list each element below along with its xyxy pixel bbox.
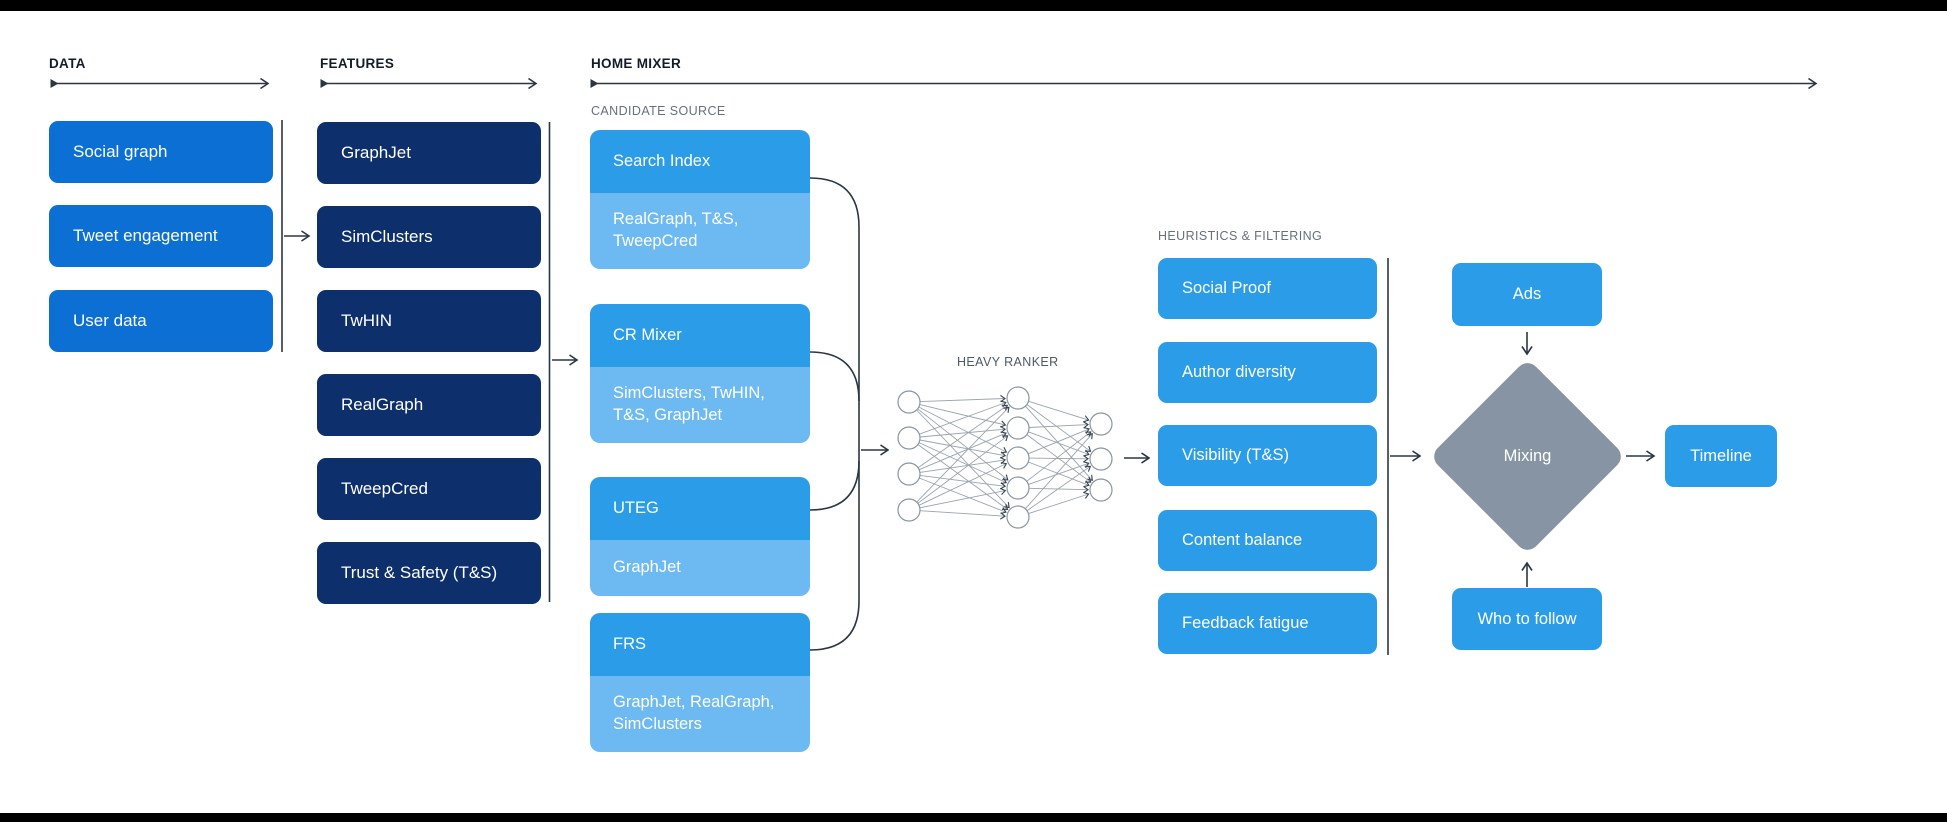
nn-edge bbox=[1028, 455, 1089, 463]
node-uteg: UTEG GraphJet bbox=[590, 477, 810, 596]
nn-node bbox=[1089, 478, 1113, 502]
nn-node bbox=[1006, 416, 1030, 440]
nn-edge bbox=[1028, 461, 1090, 488]
nn-edge bbox=[919, 400, 1007, 435]
nn-edge bbox=[919, 474, 1007, 490]
node-tweet-engagement: Tweet engagement bbox=[49, 205, 273, 267]
nn-node bbox=[1006, 505, 1030, 529]
home-mixer-section-header: HOME MIXER bbox=[591, 56, 682, 71]
frs-title: FRS bbox=[590, 613, 810, 676]
data-section-header: DATA bbox=[49, 56, 86, 71]
nn-node bbox=[1089, 412, 1113, 436]
node-ads: Ads bbox=[1452, 263, 1602, 326]
nn-edge bbox=[1028, 485, 1089, 494]
node-user-data: User data bbox=[49, 290, 273, 352]
uteg-title: UTEG bbox=[590, 477, 810, 540]
node-feedback-fatigue: Feedback fatigue bbox=[1158, 593, 1377, 654]
heuristics-filtering-label: HEURISTICS & FILTERING bbox=[1158, 229, 1323, 243]
candidate-bus-curves bbox=[809, 177, 860, 651]
nn-edge bbox=[1026, 434, 1092, 483]
node-trust-safety: Trust & Safety (T&S) bbox=[317, 542, 541, 604]
nn-edge bbox=[918, 406, 1008, 454]
node-tweepcred: TweepCred bbox=[317, 458, 541, 520]
node-who-to-follow: Who to follow bbox=[1452, 588, 1602, 650]
cr-mixer-features: SimClusters, TwHIN, T&S, GraphJet bbox=[590, 367, 810, 443]
nn-edge bbox=[919, 510, 1006, 520]
nn-edge bbox=[1025, 405, 1093, 482]
nn-edge bbox=[1028, 431, 1090, 457]
cr-mixer-title: CR Mixer bbox=[590, 304, 810, 367]
nn-edge bbox=[1028, 400, 1090, 423]
nn-edge bbox=[918, 431, 1007, 471]
node-twhin: TwHIN bbox=[317, 290, 541, 352]
nn-edge bbox=[917, 404, 1009, 469]
nn-node bbox=[1089, 447, 1113, 471]
nn-edge bbox=[919, 395, 1006, 403]
node-cr-mixer: CR Mixer SimClusters, TwHIN, T&S, GraphJ… bbox=[590, 304, 810, 443]
bus-uteg-curve bbox=[809, 460, 860, 511]
nn-node bbox=[897, 426, 921, 450]
nn-edge bbox=[919, 456, 1007, 473]
features-section-header: FEATURES bbox=[320, 56, 395, 71]
nn-edge bbox=[1028, 421, 1089, 429]
node-content-balance: Content balance bbox=[1158, 510, 1377, 571]
node-author-diversity: Author diversity bbox=[1158, 342, 1377, 403]
node-simclusters: SimClusters bbox=[317, 206, 541, 268]
nn-edge bbox=[919, 439, 1007, 459]
nn-node bbox=[1006, 476, 1030, 500]
neural-net-edges bbox=[916, 395, 1093, 520]
nn-edge bbox=[1024, 432, 1093, 510]
nn-edge bbox=[917, 435, 1009, 504]
nn-node bbox=[897, 462, 921, 486]
node-social-graph: Social graph bbox=[49, 121, 273, 183]
nn-edge bbox=[918, 462, 1008, 506]
nn-edge bbox=[1028, 491, 1090, 515]
nn-edge bbox=[1026, 404, 1092, 452]
mixing-diamond-label: Mixing bbox=[1503, 447, 1552, 465]
bus-crmixer-curve bbox=[809, 351, 860, 402]
node-visibility: Visibility (T&S) bbox=[1158, 425, 1377, 486]
nn-node bbox=[897, 390, 921, 414]
nn-edge bbox=[919, 477, 1007, 515]
heavy-ranker-label: HEAVY RANKER bbox=[957, 355, 1059, 369]
bus-search-frs-curve bbox=[809, 177, 860, 651]
node-search-index: Search Index RealGraph, T&S, TweepCred bbox=[590, 130, 810, 269]
node-social-proof: Social Proof bbox=[1158, 258, 1377, 319]
nn-node bbox=[1006, 386, 1030, 410]
neural-net-nodes bbox=[897, 386, 1113, 529]
nn-edge bbox=[1026, 465, 1092, 512]
nn-edge bbox=[919, 404, 1007, 428]
nn-node bbox=[897, 498, 921, 522]
nn-edge bbox=[1026, 431, 1092, 482]
nn-edge bbox=[1028, 461, 1090, 485]
nn-edge bbox=[916, 409, 1010, 509]
bottom-black-bar bbox=[0, 813, 1947, 822]
nn-edge bbox=[916, 406, 1010, 503]
nn-edge bbox=[919, 487, 1007, 509]
node-frs: FRS GraphJet, RealGraph, SimClusters bbox=[590, 613, 810, 752]
nn-edge bbox=[918, 442, 1008, 485]
candidate-source-label: CANDIDATE SOURCE bbox=[591, 104, 726, 118]
node-realgraph: RealGraph bbox=[317, 374, 541, 436]
node-timeline: Timeline bbox=[1665, 425, 1777, 487]
search-index-features: RealGraph, T&S, TweepCred bbox=[590, 193, 810, 269]
nn-edge bbox=[919, 425, 1007, 438]
top-black-bar bbox=[0, 0, 1947, 11]
frs-features: GraphJet, RealGraph, SimClusters bbox=[590, 676, 810, 752]
nn-edge bbox=[917, 408, 1009, 481]
nn-edge bbox=[1028, 427, 1090, 455]
node-graphjet: GraphJet bbox=[317, 122, 541, 184]
uteg-features: GraphJet bbox=[590, 540, 810, 596]
search-index-title: Search Index bbox=[590, 130, 810, 193]
nn-edge bbox=[917, 444, 1009, 510]
nn-node bbox=[1006, 446, 1030, 470]
